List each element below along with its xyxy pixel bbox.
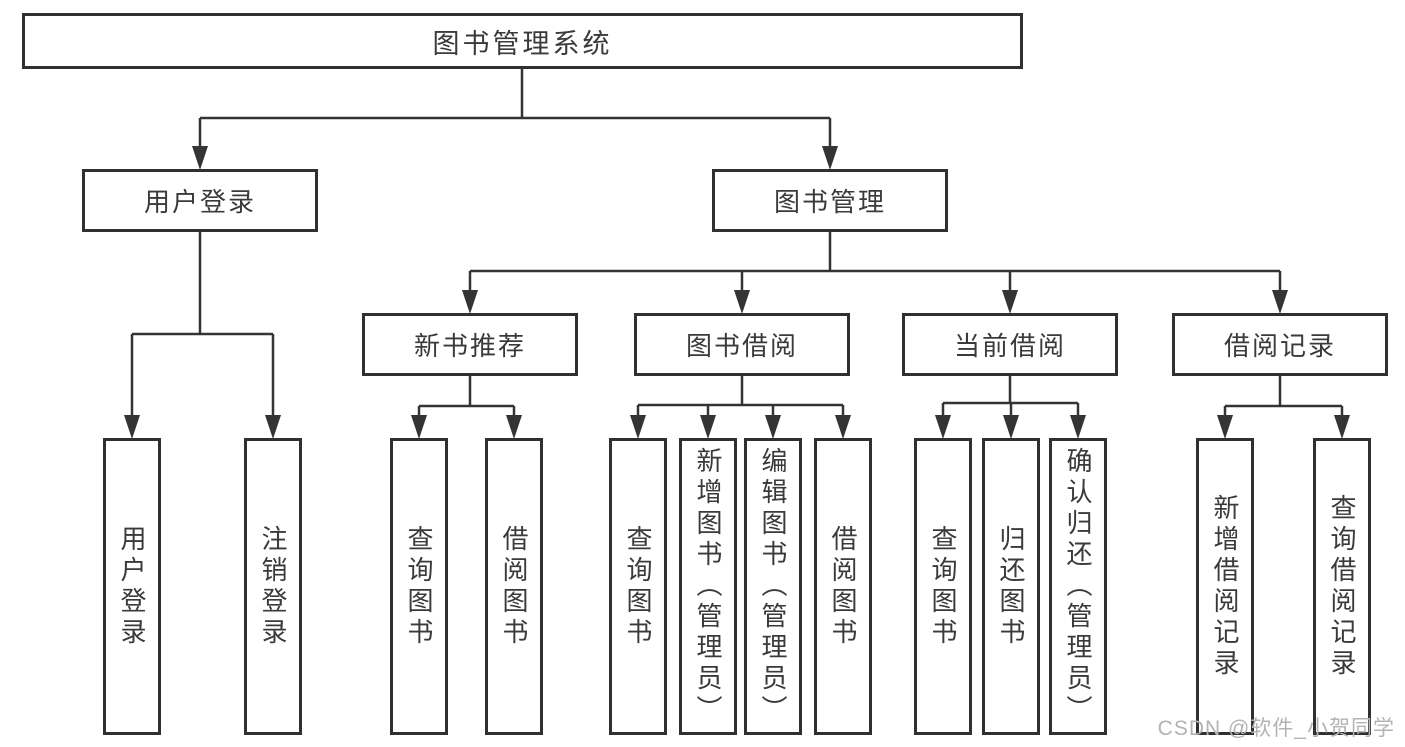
arrow-down-icon	[265, 415, 281, 439]
leaf-query-borrow-record: 查询借阅记录	[1313, 438, 1371, 735]
arrow-down-icon	[1070, 415, 1086, 439]
node-new-book-recommend: 新书推荐	[362, 313, 578, 376]
leaf-label: 查询借阅记录	[1327, 493, 1357, 680]
leaf-label: 注销登录	[258, 524, 288, 649]
leaf-return-book: 归还图书	[982, 438, 1040, 735]
leaf-label: 查询图书	[623, 524, 653, 649]
node-user-login: 用户登录	[82, 169, 318, 232]
leaf-label: 新增图书（管理员）	[693, 447, 723, 726]
arrow-down-icon	[1003, 415, 1019, 439]
leaf-label: 编辑图书（管理员）	[758, 447, 788, 726]
arrow-down-icon	[1002, 290, 1018, 314]
arrow-down-icon	[630, 415, 646, 439]
leaf-label: 用户登录	[117, 524, 147, 649]
node-borrow-records: 借阅记录	[1172, 313, 1388, 376]
arrow-down-icon	[822, 146, 838, 170]
leaf-edit-book-admin: 编辑图书（管理员）	[744, 438, 802, 735]
node-book-borrow: 图书借阅	[634, 313, 850, 376]
arrow-down-icon	[700, 415, 716, 439]
arrow-down-icon	[765, 415, 781, 439]
leaf-label: 归还图书	[996, 524, 1026, 649]
leaf-label: 借阅图书	[499, 524, 529, 649]
arrow-down-icon	[192, 146, 208, 170]
leaf-query-books-current: 查询图书	[914, 438, 972, 735]
arrow-down-icon	[506, 415, 522, 439]
arrow-down-icon	[734, 290, 750, 314]
leaf-user-login: 用户登录	[103, 438, 161, 735]
node-library-system: 图书管理系统	[22, 13, 1023, 69]
leaf-label: 借阅图书	[828, 524, 858, 649]
leaf-borrow-books-borrow: 借阅图书	[814, 438, 872, 735]
leaf-label: 确认归还（管理员）	[1063, 447, 1093, 726]
watermark: CSDN @软件_小贺同学	[1157, 717, 1395, 740]
leaf-label: 查询图书	[404, 524, 434, 649]
leaf-query-books-borrow: 查询图书	[609, 438, 667, 735]
leaf-query-books-recommend: 查询图书	[390, 438, 448, 735]
leaf-confirm-return-admin: 确认归还（管理员）	[1049, 438, 1107, 735]
node-book-management: 图书管理	[712, 169, 948, 232]
arrow-down-icon	[462, 290, 478, 314]
arrow-down-icon	[1272, 290, 1288, 314]
arrow-down-icon	[124, 415, 140, 439]
arrow-down-icon	[935, 415, 951, 439]
leaf-borrow-books-recommend: 借阅图书	[485, 438, 543, 735]
leaf-label: 新增借阅记录	[1210, 493, 1240, 680]
node-current-borrow: 当前借阅	[902, 313, 1118, 376]
arrow-down-icon	[1334, 415, 1350, 439]
arrow-down-icon	[411, 415, 427, 439]
leaf-logout: 注销登录	[244, 438, 302, 735]
arrow-down-icon	[835, 415, 851, 439]
leaf-add-book-admin: 新增图书（管理员）	[679, 438, 737, 735]
arrow-down-icon	[1217, 415, 1233, 439]
leaf-add-borrow-record: 新增借阅记录	[1196, 438, 1254, 735]
leaf-label: 查询图书	[928, 524, 958, 649]
